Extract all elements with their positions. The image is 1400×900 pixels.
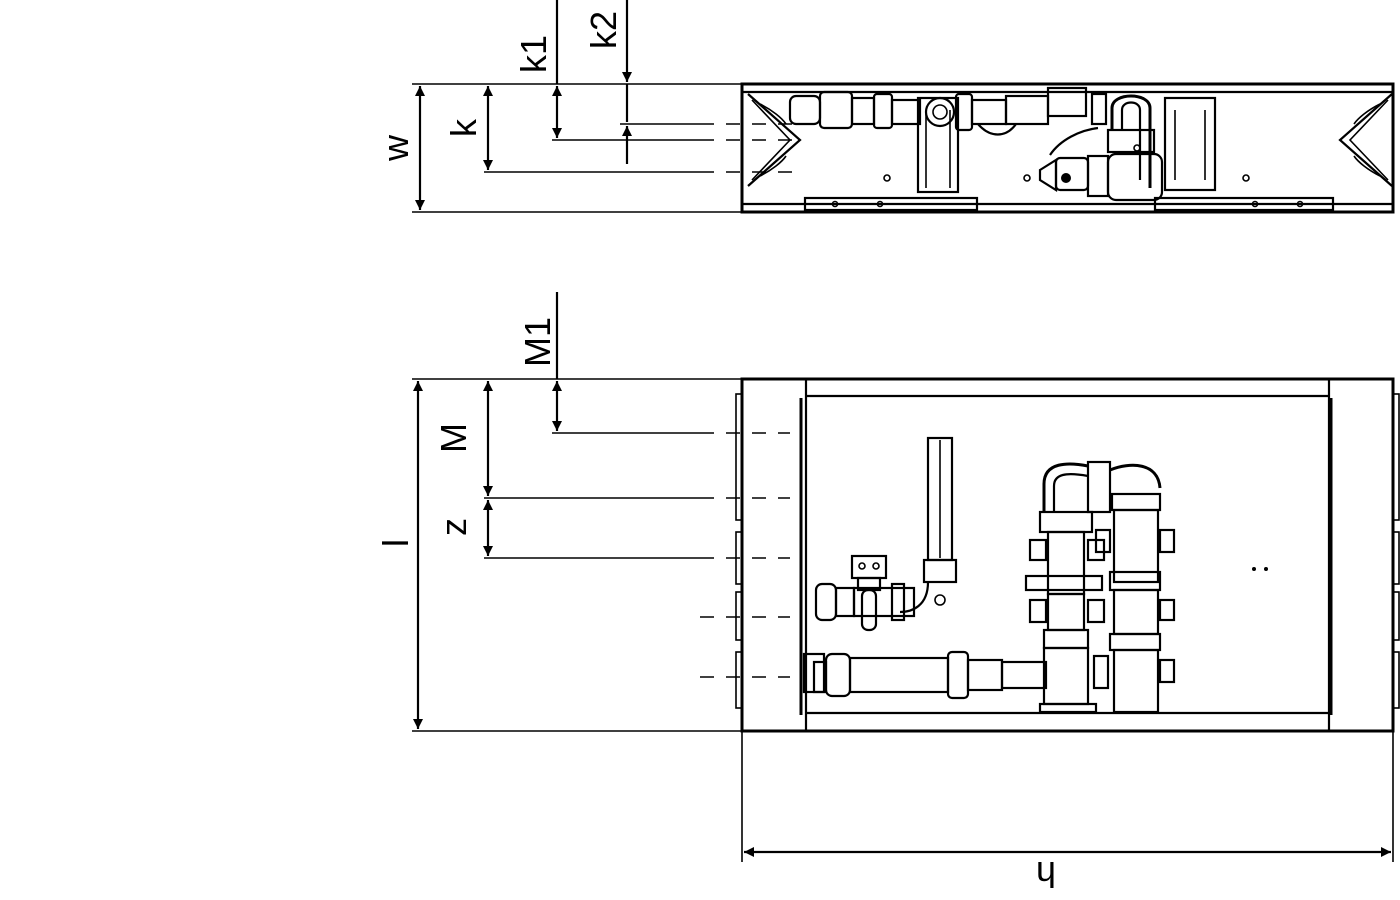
label-w: w <box>375 134 416 162</box>
label-z: z <box>433 518 474 536</box>
pump-elbow-left <box>1042 462 1089 512</box>
label-M: M <box>433 423 474 453</box>
top-pipe-1 <box>788 94 822 126</box>
top-view-housing <box>740 82 1395 214</box>
front-view <box>700 377 1400 733</box>
horizontal-pipe <box>824 652 852 698</box>
top-view <box>700 82 1395 214</box>
left-bracket <box>747 93 802 187</box>
pump-body <box>1042 646 1090 706</box>
front-valve <box>860 588 878 632</box>
label-k: k <box>443 118 484 137</box>
label-k2: k2 <box>583 11 624 49</box>
pump-clamp <box>1024 574 1104 592</box>
label-k1: k1 <box>513 35 554 73</box>
top-valve <box>924 96 956 128</box>
front-view-dimensions: l M z M1 h <box>375 292 1394 895</box>
top-view-dimensions: w k k1 k2 <box>375 0 742 213</box>
right-bracket <box>1338 93 1393 187</box>
front-view-housing <box>740 377 1395 733</box>
top-elbow <box>1110 94 1152 188</box>
label-h: h <box>1036 854 1056 895</box>
label-l: l <box>375 539 416 547</box>
pump-elbow-right <box>1109 463 1162 489</box>
label-M1: M1 <box>517 317 558 367</box>
